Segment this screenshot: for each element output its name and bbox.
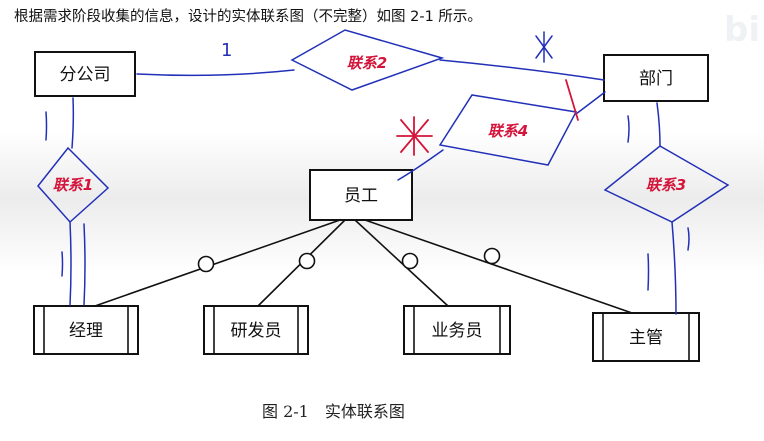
entity-branch-label: 分公司	[60, 65, 111, 85]
disjoint-circle-manager	[197, 255, 215, 273]
specialization-lines	[94, 219, 633, 314]
entity-salesperson[interactable]: 业务员	[403, 305, 511, 355]
entity-salesperson-label: 业务员	[432, 321, 483, 341]
entity-supervisor-label: 主管	[629, 328, 663, 348]
relationship-r3-label: 联系3	[646, 176, 686, 194]
relationship-r2-label: 联系2	[347, 54, 387, 72]
entity-manager-label: 经理	[69, 321, 103, 341]
relationship-r3[interactable]: 联系3	[603, 102, 730, 315]
relationship-r1[interactable]: 联系1	[37, 97, 110, 306]
entity-branch[interactable]: 分公司	[34, 51, 136, 97]
relationship-r1-label: 联系1	[53, 176, 93, 194]
entity-employee[interactable]: 员工	[309, 169, 413, 221]
cardinality-one-red	[565, 79, 579, 121]
entity-developer-label: 研发员	[231, 321, 282, 341]
cardinality-many-blue	[535, 31, 553, 63]
relationship-r4-label: 联系4	[488, 122, 528, 140]
disjoint-circle-developer	[298, 252, 316, 270]
entity-dept[interactable]: 部门	[603, 54, 709, 102]
disjoint-circle-supervisor	[483, 247, 501, 265]
watermark-logo: bi	[724, 10, 760, 50]
disjoint-circle-salesperson	[401, 252, 419, 270]
entity-developer[interactable]: 研发员	[203, 305, 309, 355]
entity-dept-label: 部门	[639, 69, 673, 89]
entity-manager[interactable]: 经理	[33, 305, 139, 355]
cardinality-many-red	[396, 116, 433, 156]
entity-employee-label: 员工	[344, 186, 378, 206]
figure-caption: 图 2-1 实体联系图	[262, 402, 405, 421]
entity-supervisor[interactable]: 主管	[592, 312, 700, 362]
cardinality-one-mark: 1	[221, 40, 232, 61]
intro-text: 根据需求阶段收集的信息，设计的实体联系图（不完整）如图 2-1 所示。	[14, 9, 482, 25]
relationship-r2[interactable]: 联系2	[136, 29, 605, 91]
